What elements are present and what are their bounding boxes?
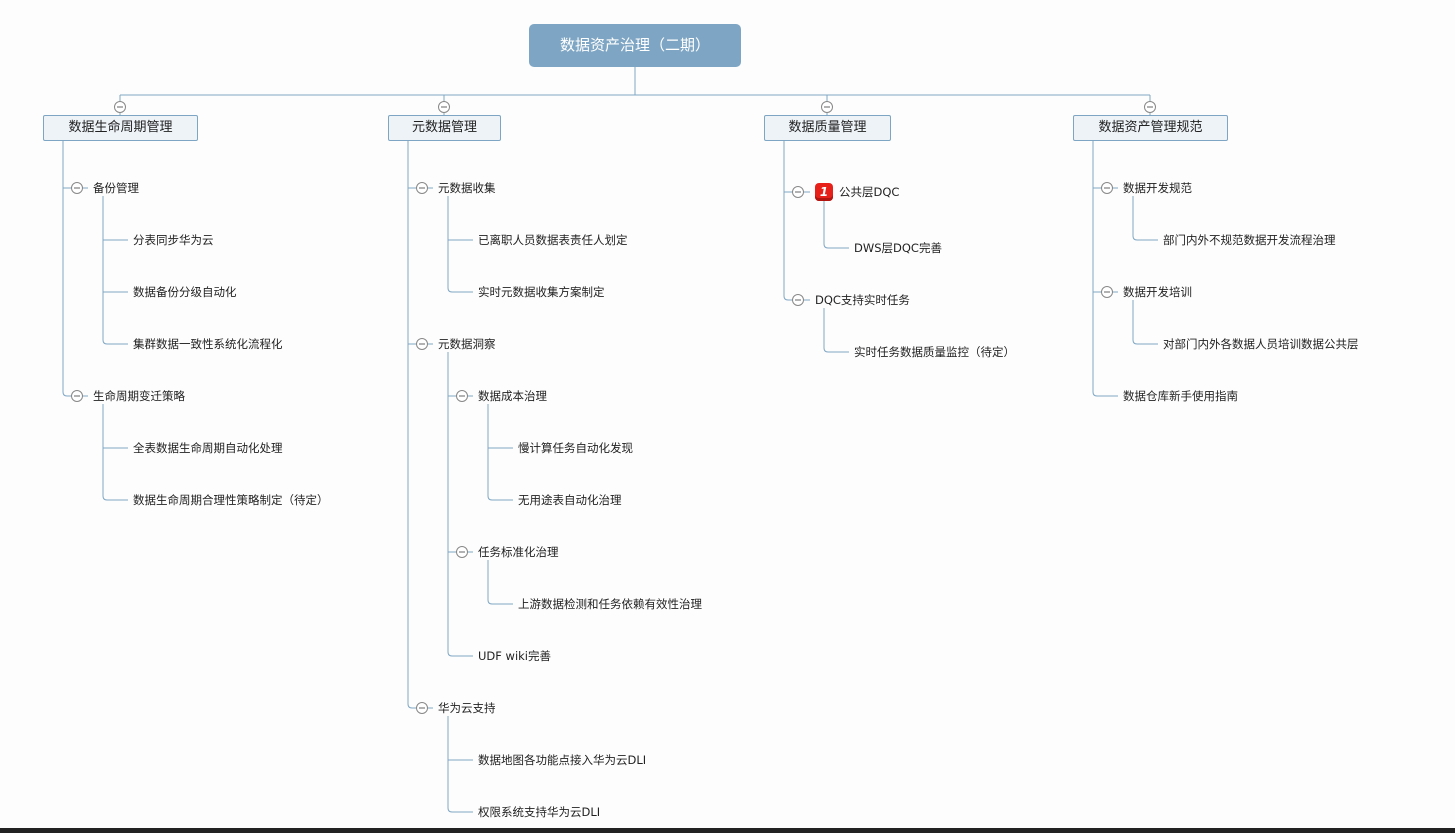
node-cost[interactable]: 数据成本治理 <box>478 389 547 403</box>
connector <box>447 196 473 293</box>
connector <box>447 352 473 657</box>
branch-data-lifecycle[interactable]: 数据生命周期管理 <box>43 115 198 141</box>
priority-1-icon: 1 <box>815 183 833 201</box>
node-huawei[interactable]: 华为云支持 <box>438 701 496 715</box>
collapse-toggle-icon[interactable] <box>1101 286 1113 298</box>
connector <box>447 716 473 813</box>
collapse-toggle-icon[interactable] <box>1144 101 1156 113</box>
collapse-toggle-icon[interactable] <box>456 546 468 558</box>
connector <box>407 141 433 709</box>
connector <box>1092 141 1118 397</box>
node-lifecycle-1[interactable]: 全表数据生命周期自动化处理 <box>133 441 283 455</box>
node-backup-1[interactable]: 分表同步华为云 <box>133 233 214 247</box>
node-huawei-2[interactable]: 权限系统支持华为云DLI <box>478 805 601 819</box>
collapse-toggle-icon[interactable] <box>416 182 428 194</box>
node-backup-2[interactable]: 数据备份分级自动化 <box>133 285 237 299</box>
branch-metadata[interactable]: 元数据管理 <box>388 115 501 141</box>
node-meta-collect[interactable]: 元数据收集 <box>438 181 496 195</box>
root-topic[interactable]: 数据资产治理（二期） <box>529 24 741 67</box>
connector <box>823 200 849 249</box>
node-dqc-rt[interactable]: DQC支持实时任务 <box>815 293 910 307</box>
node-meta-collect-1[interactable]: 已离职人员数据表责任人划定 <box>478 233 628 247</box>
node-dqc-public[interactable]: 公共层DQC <box>839 185 900 199</box>
connector <box>1132 300 1158 345</box>
collapse-toggle-icon[interactable] <box>1101 182 1113 194</box>
collapse-toggle-icon[interactable] <box>71 390 83 402</box>
node-meta-insight[interactable]: 元数据洞察 <box>438 337 496 351</box>
node-task-std-1[interactable]: 上游数据检测和任务依赖有效性治理 <box>518 597 702 611</box>
node-backup-3[interactable]: 集群数据一致性系统化流程化 <box>133 337 283 351</box>
node-dev-train[interactable]: 数据开发培训 <box>1123 285 1192 299</box>
connector <box>62 141 88 397</box>
connector <box>1132 196 1158 241</box>
node-dev-std[interactable]: 数据开发规范 <box>1123 181 1192 195</box>
collapse-toggle-icon[interactable] <box>438 101 450 113</box>
node-backup[interactable]: 备份管理 <box>93 181 139 195</box>
node-cost-2[interactable]: 无用途表自动化治理 <box>518 493 622 507</box>
node-dqc-rt-1[interactable]: 实时任务数据质量监控（待定） <box>854 345 1015 359</box>
node-lifecycle[interactable]: 生命周期变迁策略 <box>93 389 185 403</box>
collapse-toggle-icon[interactable] <box>456 390 468 402</box>
collapse-toggle-icon[interactable] <box>71 182 83 194</box>
collapse-toggle-icon[interactable] <box>114 101 126 113</box>
connector <box>823 308 849 353</box>
connector <box>487 404 513 501</box>
node-udf[interactable]: UDF wiki完善 <box>478 649 551 663</box>
node-task-std[interactable]: 任务标准化治理 <box>478 545 559 559</box>
collapse-toggle-icon[interactable] <box>416 702 428 714</box>
collapse-toggle-icon[interactable] <box>416 338 428 350</box>
collapse-toggle-icon[interactable] <box>792 186 804 198</box>
collapse-toggle-icon[interactable] <box>792 294 804 306</box>
connector <box>102 404 128 501</box>
node-meta-collect-2[interactable]: 实时元数据收集方案制定 <box>478 285 605 299</box>
connector <box>102 196 128 345</box>
node-lifecycle-2[interactable]: 数据生命周期合理性策略制定（待定） <box>133 493 329 507</box>
collapse-toggle-icon[interactable] <box>821 101 833 113</box>
connector <box>783 141 810 301</box>
node-dev-train-1[interactable]: 对部门内外各数据人员培训数据公共层 <box>1163 337 1359 351</box>
node-dqc-public-1[interactable]: DWS层DQC完善 <box>854 241 942 255</box>
node-huawei-1[interactable]: 数据地图各功能点接入华为云DLI <box>478 753 647 767</box>
node-dev-std-1[interactable]: 部门内外不规范数据开发流程治理 <box>1163 233 1336 247</box>
node-dw-guide[interactable]: 数据仓库新手使用指南 <box>1123 389 1238 403</box>
branch-data-quality[interactable]: 数据质量管理 <box>764 115 891 141</box>
connector <box>487 560 513 605</box>
bottom-edge <box>0 828 1455 833</box>
node-cost-1[interactable]: 慢计算任务自动化发现 <box>518 441 633 455</box>
branch-asset-standards[interactable]: 数据资产管理规范 <box>1073 115 1228 141</box>
